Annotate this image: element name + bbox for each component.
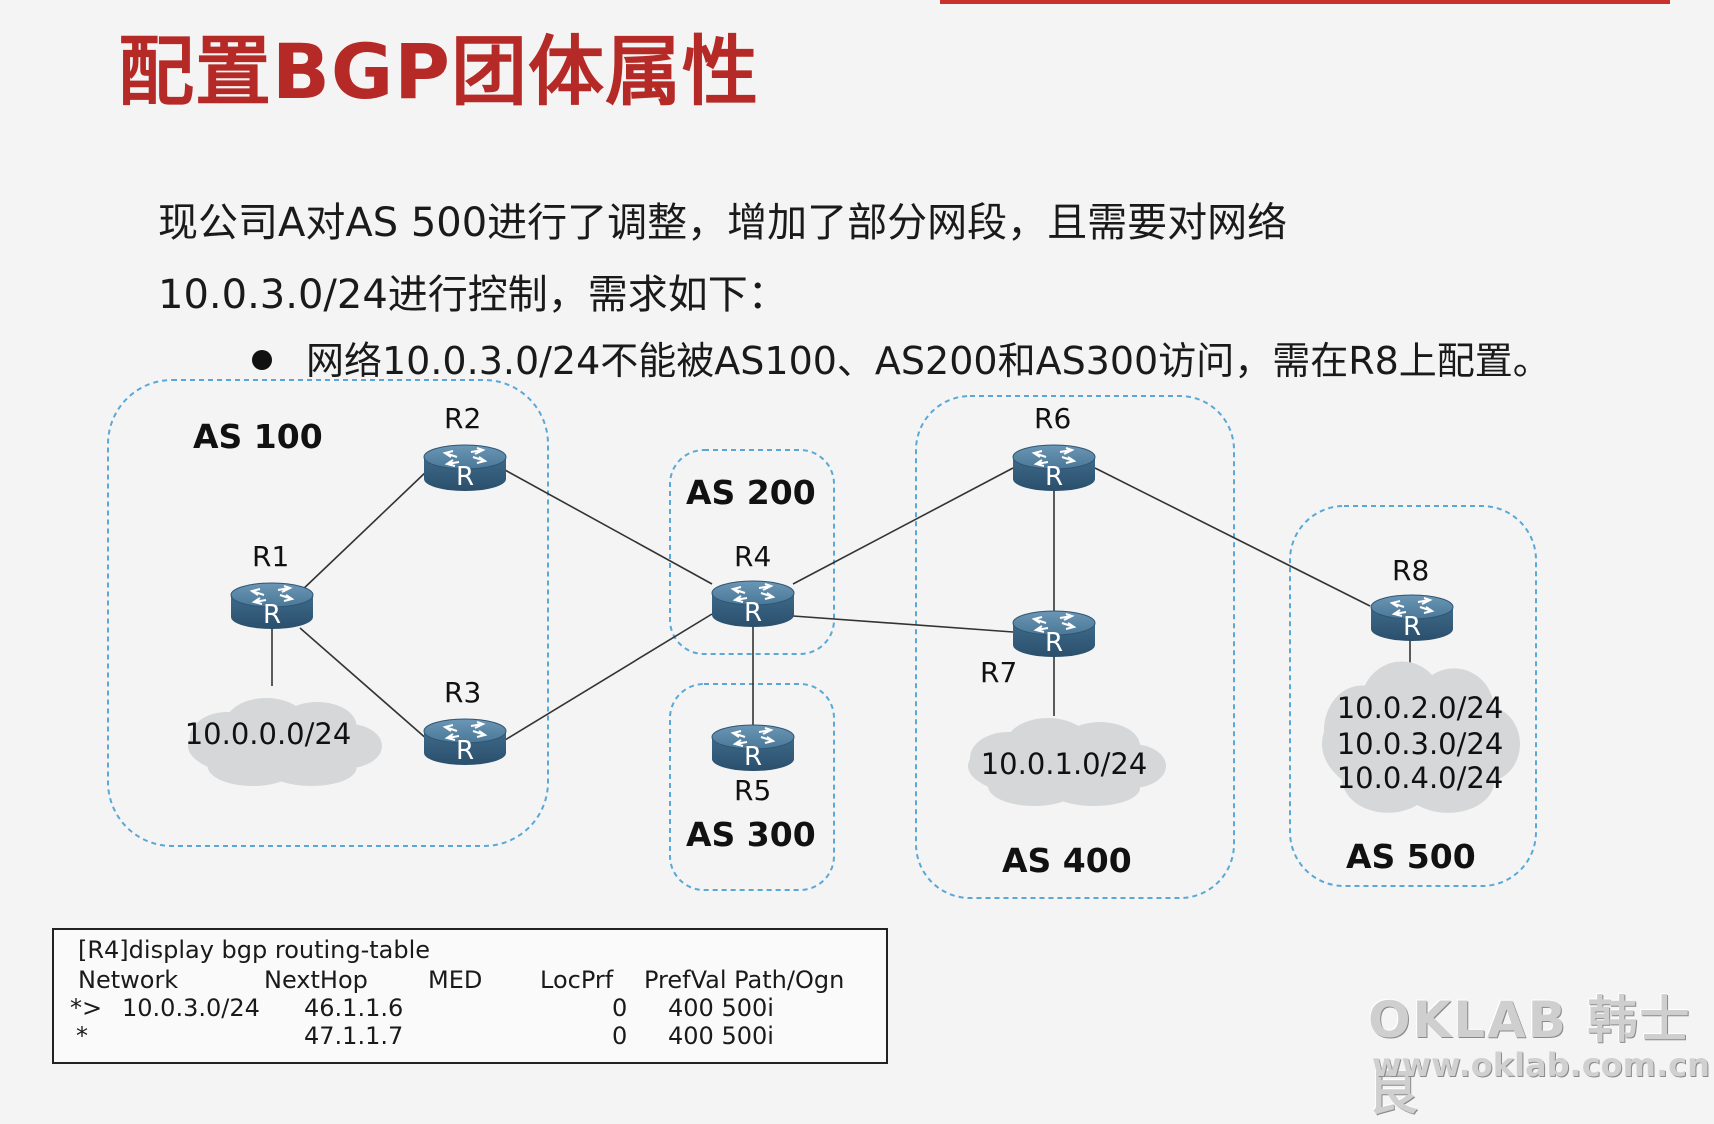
router-r3-letter: R — [456, 736, 474, 766]
intro-line-1: 现公司A对AS 500进行了调整，增加了部分网段，且需要对网络 — [158, 200, 1288, 246]
link-r1-r2 — [299, 469, 429, 593]
router-r8-label: R8 — [1392, 554, 1429, 587]
as300-label: AS 300 — [686, 815, 816, 854]
cli-output-box: [R4]display bgp routing-table Network Ne… — [52, 928, 888, 1064]
as500-area — [1289, 505, 1537, 887]
net-as500-label-1: 10.0.2.0/24 — [1337, 691, 1504, 725]
cli-row2-flag: * — [76, 1022, 88, 1050]
net-as500-label-2: 10.0.3.0/24 — [1337, 727, 1504, 761]
router-r7-letter: R — [1045, 628, 1063, 658]
as500-label: AS 500 — [1346, 837, 1476, 876]
link-r3-r4 — [504, 613, 713, 741]
router-r1-label: R1 — [252, 540, 289, 573]
router-letters: R R R R R R R R — [263, 462, 1421, 772]
router-r3-label: R3 — [444, 676, 481, 709]
page-title: 配置BGP团体属性 — [118, 27, 760, 116]
requirement-bullet: 网络10.0.3.0/24不能被AS100、AS200和AS300访问，需在R8… — [252, 330, 1551, 385]
cli-row1-network: 10.0.3.0/24 — [122, 994, 260, 1022]
router-r5-letter: R — [744, 742, 762, 772]
router-r2-label: R2 — [444, 402, 481, 435]
as200-area — [669, 449, 835, 655]
as300-area — [669, 683, 835, 891]
as400-label: AS 400 — [1002, 841, 1132, 880]
cli-row2-prefval: 0 — [612, 1022, 628, 1050]
net-as100-label: 10.0.0.0/24 — [185, 717, 352, 751]
router-r5-label: R5 — [734, 774, 771, 807]
bullet-text: 网络10.0.3.0/24不能被AS100、AS200和AS300访问，需在R8… — [306, 339, 1551, 383]
cli-row2-nexthop: 47.1.1.7 — [304, 1022, 404, 1050]
link-r4-r7 — [792, 615, 1014, 633]
intro-line-2: 10.0.3.0/24进行控制，需求如下： — [158, 272, 788, 318]
router-r2-letter: R — [456, 462, 474, 492]
net-as500-label-3: 10.0.4.0/24 — [1337, 761, 1504, 795]
bullet-icon — [252, 349, 272, 370]
link-r4-r6 — [792, 467, 1014, 585]
cli-header-prefval-path: PrefVal Path/Ogn — [644, 966, 845, 994]
as100-label: AS 100 — [193, 417, 323, 456]
link-r2-r4 — [504, 469, 713, 585]
cli-row1-path: 400 500i — [668, 994, 774, 1022]
watermark-url: www.oklab.com.cn — [1372, 1046, 1710, 1084]
cli-row1-flag: *> — [70, 994, 103, 1022]
top-accent-bar — [940, 0, 1670, 4]
cli-command: [R4]display bgp routing-table — [78, 936, 431, 964]
router-r4-label: R4 — [734, 540, 771, 573]
cli-header-network: Network — [78, 966, 179, 994]
router-r1-letter: R — [263, 600, 281, 630]
router-r6-label: R6 — [1034, 402, 1071, 435]
cli-row1-prefval: 0 — [612, 994, 628, 1022]
net-as400-label: 10.0.1.0/24 — [981, 747, 1148, 781]
cli-header-med: MED — [428, 966, 483, 994]
router-r7-label: R7 — [980, 656, 1017, 689]
as200-label: AS 200 — [686, 473, 816, 512]
network-topology: R R R R R R R R R1 R2 R3 R4 R5 R6 R7 R8 … — [107, 379, 1537, 899]
watermark-brand: OKLAB 韩士良 — [1368, 991, 1692, 1121]
link-r6-r8 — [1094, 467, 1371, 607]
cli-header-nexthop: NextHop — [264, 966, 368, 994]
router-r6-letter: R — [1045, 462, 1063, 492]
cli-row1-nexthop: 46.1.1.6 — [304, 994, 404, 1022]
cli-header-locprf: LocPrf — [540, 966, 614, 994]
cli-row2-path: 400 500i — [668, 1022, 774, 1050]
as100-area — [107, 379, 549, 847]
link-r1-r3 — [299, 627, 429, 741]
links — [271, 467, 1411, 741]
router-r8-letter: R — [1403, 612, 1421, 642]
router-r4-letter: R — [744, 598, 762, 628]
